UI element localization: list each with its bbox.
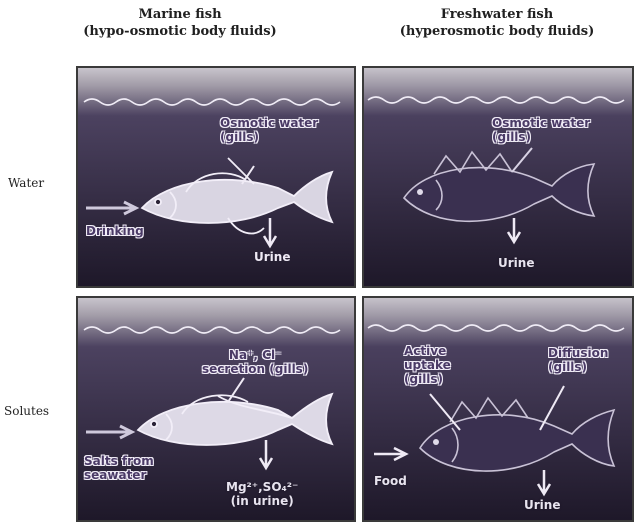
food-label: Food <box>374 474 407 488</box>
panel-freshwater-water: Osmotic water (gills) Urine <box>362 66 634 288</box>
freshwater-column-heading: Freshwater fish (hyperosmotic body fluid… <box>372 6 622 40</box>
osmotic-water-label-line1: Osmotic water <box>492 116 590 130</box>
mg-so4-urine-label: Mg²⁺,SO₄²⁻ (in urine) <box>226 480 298 508</box>
marine-water-illustration <box>78 68 354 286</box>
panel-freshwater-solutes: Active uptake (gills) Diffusion (gills) … <box>362 296 634 522</box>
osmotic-water-label: Osmotic water (gills) <box>220 116 318 144</box>
freshwater-column-subtitle: (hyperosmotic body fluids) <box>372 23 622 40</box>
salts-label-line1: Salts from <box>84 454 154 468</box>
diffusion-label-line1: Diffusion <box>548 346 608 360</box>
panel-marine-solutes: Na⁺, Cl⁻ secretion (gills) Salts from se… <box>76 296 356 522</box>
mg-so4-label-line1: Mg²⁺,SO₄²⁻ <box>226 480 298 494</box>
marine-solutes-illustration <box>78 298 354 520</box>
osmotic-water-label: Osmotic water (gills) <box>492 116 590 144</box>
marine-column-subtitle: (hypo-osmotic body fluids) <box>60 23 300 40</box>
osmotic-water-label-line1: Osmotic water <box>220 116 318 130</box>
secretion-label: Na⁺, Cl⁻ secretion (gills) <box>202 348 308 376</box>
urine-label: Urine <box>254 250 290 264</box>
active-uptake-label-line2: uptake <box>404 358 451 372</box>
urine-label: Urine <box>524 498 560 512</box>
secretion-label-line1: Na⁺, Cl⁻ <box>202 348 308 362</box>
row-label-water: Water <box>8 176 44 190</box>
active-uptake-label: Active uptake (gills) <box>404 344 451 386</box>
diffusion-label-line2: (gills) <box>548 360 608 374</box>
active-uptake-label-line3: (gills) <box>404 372 451 386</box>
freshwater-column-title: Freshwater fish <box>441 7 553 22</box>
drinking-label: Drinking <box>86 224 144 238</box>
osmotic-water-label-line2: (gills) <box>220 130 318 144</box>
row-label-solutes: Solutes <box>4 404 49 418</box>
salts-label: Salts from seawater <box>84 454 154 482</box>
salts-label-line2: seawater <box>84 468 154 482</box>
diffusion-label: Diffusion (gills) <box>548 346 608 374</box>
panel-marine-water: Osmotic water (gills) Drinking Urine <box>76 66 356 288</box>
freshwater-water-illustration <box>364 68 632 286</box>
active-uptake-label-line1: Active <box>404 344 451 358</box>
mg-so4-label-line2: (in urine) <box>226 494 298 508</box>
urine-label: Urine <box>498 256 534 270</box>
secretion-label-line2: secretion (gills) <box>202 362 308 376</box>
marine-column-title: Marine fish <box>138 7 221 22</box>
marine-column-heading: Marine fish (hypo-osmotic body fluids) <box>60 6 300 40</box>
osmotic-water-label-line2: (gills) <box>492 130 590 144</box>
